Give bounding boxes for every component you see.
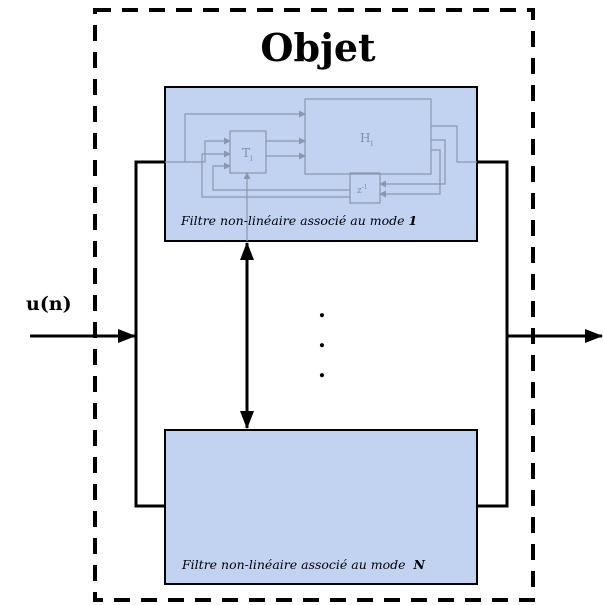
- input-bus: [134, 160, 165, 508]
- object-title: Objet: [260, 25, 376, 70]
- filter-bottom-box: [164, 429, 478, 585]
- block-t-label: Ti: [242, 146, 253, 163]
- filter-bottom-caption: Filtre non-linéaire associé au mode N: [181, 557, 426, 572]
- ellipsis-dot-1: .: [318, 297, 326, 323]
- input-label: u(n): [26, 293, 72, 315]
- filter-block-bottom: Filtre non-linéaire associé au mode N: [164, 429, 478, 585]
- filter-top-schematic: [165, 98, 477, 241]
- delay-label: z-1: [357, 184, 368, 196]
- filter-top-caption: Filtre non-linéaire associé au mode 1: [180, 213, 417, 228]
- object-boundary: [93, 8, 535, 602]
- block-h: [304, 98, 432, 175]
- delay-block: [349, 172, 381, 204]
- ellipsis-dot-3: .: [318, 357, 326, 383]
- block-h-label: Hi: [360, 131, 373, 148]
- output-bus: [477, 160, 509, 508]
- filter-block-top: Ti Hi z-1 Filtre non-linéaire associé au…: [164, 86, 478, 242]
- ellipsis-dot-2: .: [318, 327, 326, 353]
- vertical-ellipsis: . . .: [318, 297, 326, 383]
- filter-top-box: [164, 86, 478, 242]
